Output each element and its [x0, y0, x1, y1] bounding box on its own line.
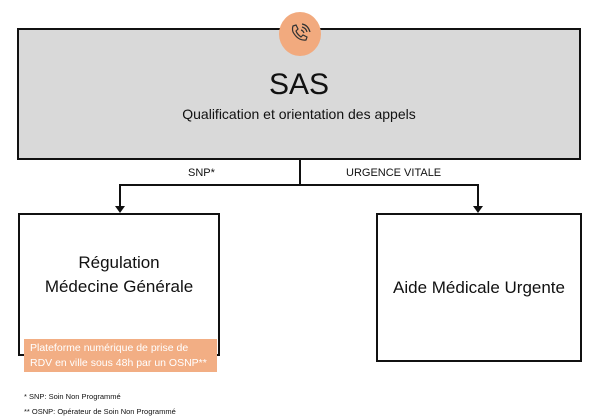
sas-subtitle: Qualification et orientation des appels	[182, 106, 416, 122]
branch-label-urgence: URGENCE VITALE	[346, 167, 442, 179]
sas-title: SAS	[268, 68, 330, 101]
connector-right	[477, 184, 479, 208]
arrow-down-icon	[115, 206, 125, 213]
platform-note: Plateforme numérique de prise de RDV en …	[24, 339, 217, 372]
regulation-line2: Médecine Générale	[44, 276, 194, 296]
regulation-box: Régulation Médecine Générale	[18, 213, 220, 356]
footnote: ** OSNP: Opérateur de Soin Non Programmé	[24, 407, 176, 416]
connector-horizontal	[119, 184, 479, 186]
amu-box: Aide Médicale Urgente	[376, 213, 582, 362]
regulation-line1: Régulation	[78, 252, 160, 272]
connector-left	[119, 184, 121, 208]
connector-trunk	[299, 158, 301, 185]
arrow-down-icon	[473, 206, 483, 213]
amu-title: Aide Médicale Urgente	[393, 277, 565, 297]
branch-label-snp: SNP*	[188, 167, 215, 179]
footnote: * SNP: Soin Non Programmé	[24, 392, 121, 401]
phone-ringing-icon	[279, 12, 321, 56]
